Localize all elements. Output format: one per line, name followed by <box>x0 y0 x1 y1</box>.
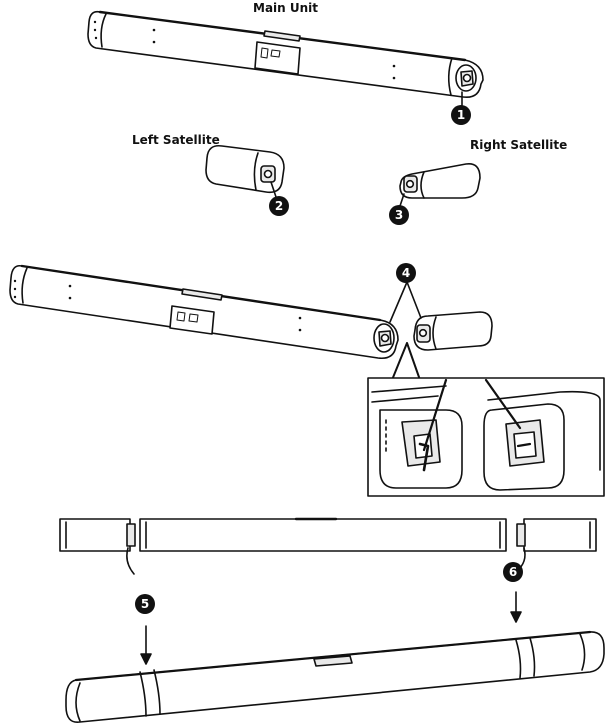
left-satellite-label: Left Satellite <box>132 133 220 147</box>
callout-5: 5 <box>135 594 155 614</box>
left-satellite-speaker <box>205 144 285 194</box>
callout-2: 2 <box>269 196 289 216</box>
right-satellite-exploded <box>516 518 597 552</box>
main-unit-soundbar-connection-view <box>9 264 399 360</box>
main-unit-exploded <box>139 517 507 552</box>
main-unit-label: Main Unit <box>253 1 319 15</box>
assembled-soundbar <box>65 630 605 723</box>
right-satellite-speaker <box>399 162 481 199</box>
right-satellite-connection-view <box>413 311 493 351</box>
main-unit-soundbar <box>87 10 484 99</box>
right-satellite-label: Right Satellite <box>470 138 568 152</box>
callout-6: 6 <box>503 562 523 582</box>
callout-1: 1 <box>451 105 471 125</box>
connector-detail-inset <box>367 377 605 497</box>
left-satellite-exploded <box>59 518 136 552</box>
callout-4: 4 <box>396 263 416 283</box>
callout-3: 3 <box>389 205 409 225</box>
